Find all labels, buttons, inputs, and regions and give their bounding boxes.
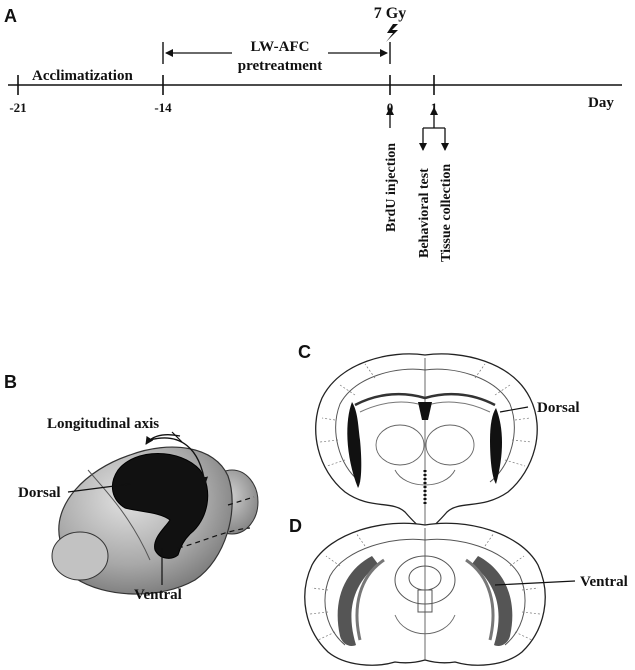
tick-label-day-minus-21: -21 xyxy=(9,100,26,115)
brain-3d-illustration xyxy=(51,434,259,595)
panel-letter-a: A xyxy=(4,6,17,26)
event-brdu-label: BrdU injection xyxy=(384,143,399,232)
panel-c: C xyxy=(298,342,580,533)
section-d-hippocampus-right-inner xyxy=(465,558,495,641)
section-d-cortex-line xyxy=(324,538,526,646)
section-d-aqueduct xyxy=(417,589,433,613)
section-d-midbrain-outer xyxy=(394,555,456,605)
event-tissue-label: Tissue collection xyxy=(439,164,454,262)
brain-dorsal-leader xyxy=(67,483,131,493)
coronal-section-ventral xyxy=(304,522,546,666)
section-d-hippocampus-left-inner xyxy=(355,558,385,641)
brain-ventral-label: Ventral xyxy=(134,587,182,603)
section-c-ventricle xyxy=(418,402,432,420)
section-d-pons-line xyxy=(394,614,456,635)
panel-letter-c: C xyxy=(298,342,311,362)
panel-d: D xyxy=(289,516,628,666)
section-d-hippocampus-right xyxy=(472,556,513,646)
coronal-plane-line-upper xyxy=(227,496,255,506)
section-d-ventral-leader xyxy=(494,580,576,586)
pretreatment-label-line1: LW-AFC xyxy=(251,39,310,55)
brain-dorsal-label: Dorsal xyxy=(18,485,61,501)
section-c-hippocampus-left xyxy=(347,402,362,488)
longitudinal-axis-arrow xyxy=(149,437,208,485)
section-d-ventral-label: Ventral xyxy=(580,574,628,590)
olfactory-bulb-shape xyxy=(51,531,109,581)
timeline-axis-label: Day xyxy=(588,95,614,111)
section-c-cortical-dashes xyxy=(319,363,533,467)
coronal-plane-line-lower xyxy=(177,527,251,549)
panel-b: B Longitudinal axis Dorsal Ventral xyxy=(4,372,259,603)
tick-label-day-minus-14: -14 xyxy=(154,100,172,115)
longitudinal-axis-leader xyxy=(171,431,183,443)
section-c-thalamus-left xyxy=(375,424,425,466)
section-c-hippocampus-right xyxy=(490,408,502,484)
section-d-hippocampus-left xyxy=(337,556,378,646)
section-c-dorsal-leader xyxy=(499,406,529,413)
panel-letter-d: D xyxy=(289,516,302,536)
panel-letter-b: B xyxy=(4,372,17,392)
panel-a: A Day -21 -14 0 1 Acclimatization LW-AFC… xyxy=(4,5,622,262)
pretreatment-label-line2: pretreatment xyxy=(238,58,322,74)
event-behavioral-label: Behavioral test xyxy=(417,168,432,258)
section-c-thalamus-right xyxy=(425,424,475,466)
hippocampus-shape xyxy=(111,453,209,559)
section-c-dorsal-label: Dorsal xyxy=(537,400,580,416)
section-c-hypothalamus-line xyxy=(394,469,456,486)
section-c-corpus-callosum xyxy=(354,392,496,407)
radiation-dose-label: 7 Gy xyxy=(374,5,406,22)
longitudinal-axis-label: Longitudinal axis xyxy=(47,416,159,432)
coronal-section-dorsal xyxy=(315,353,538,533)
midline-fissure xyxy=(87,469,151,561)
lightning-bolt-icon xyxy=(386,24,398,42)
phase-acclimatization-label: Acclimatization xyxy=(32,68,133,84)
section-d-cortical-dashes xyxy=(309,532,541,641)
